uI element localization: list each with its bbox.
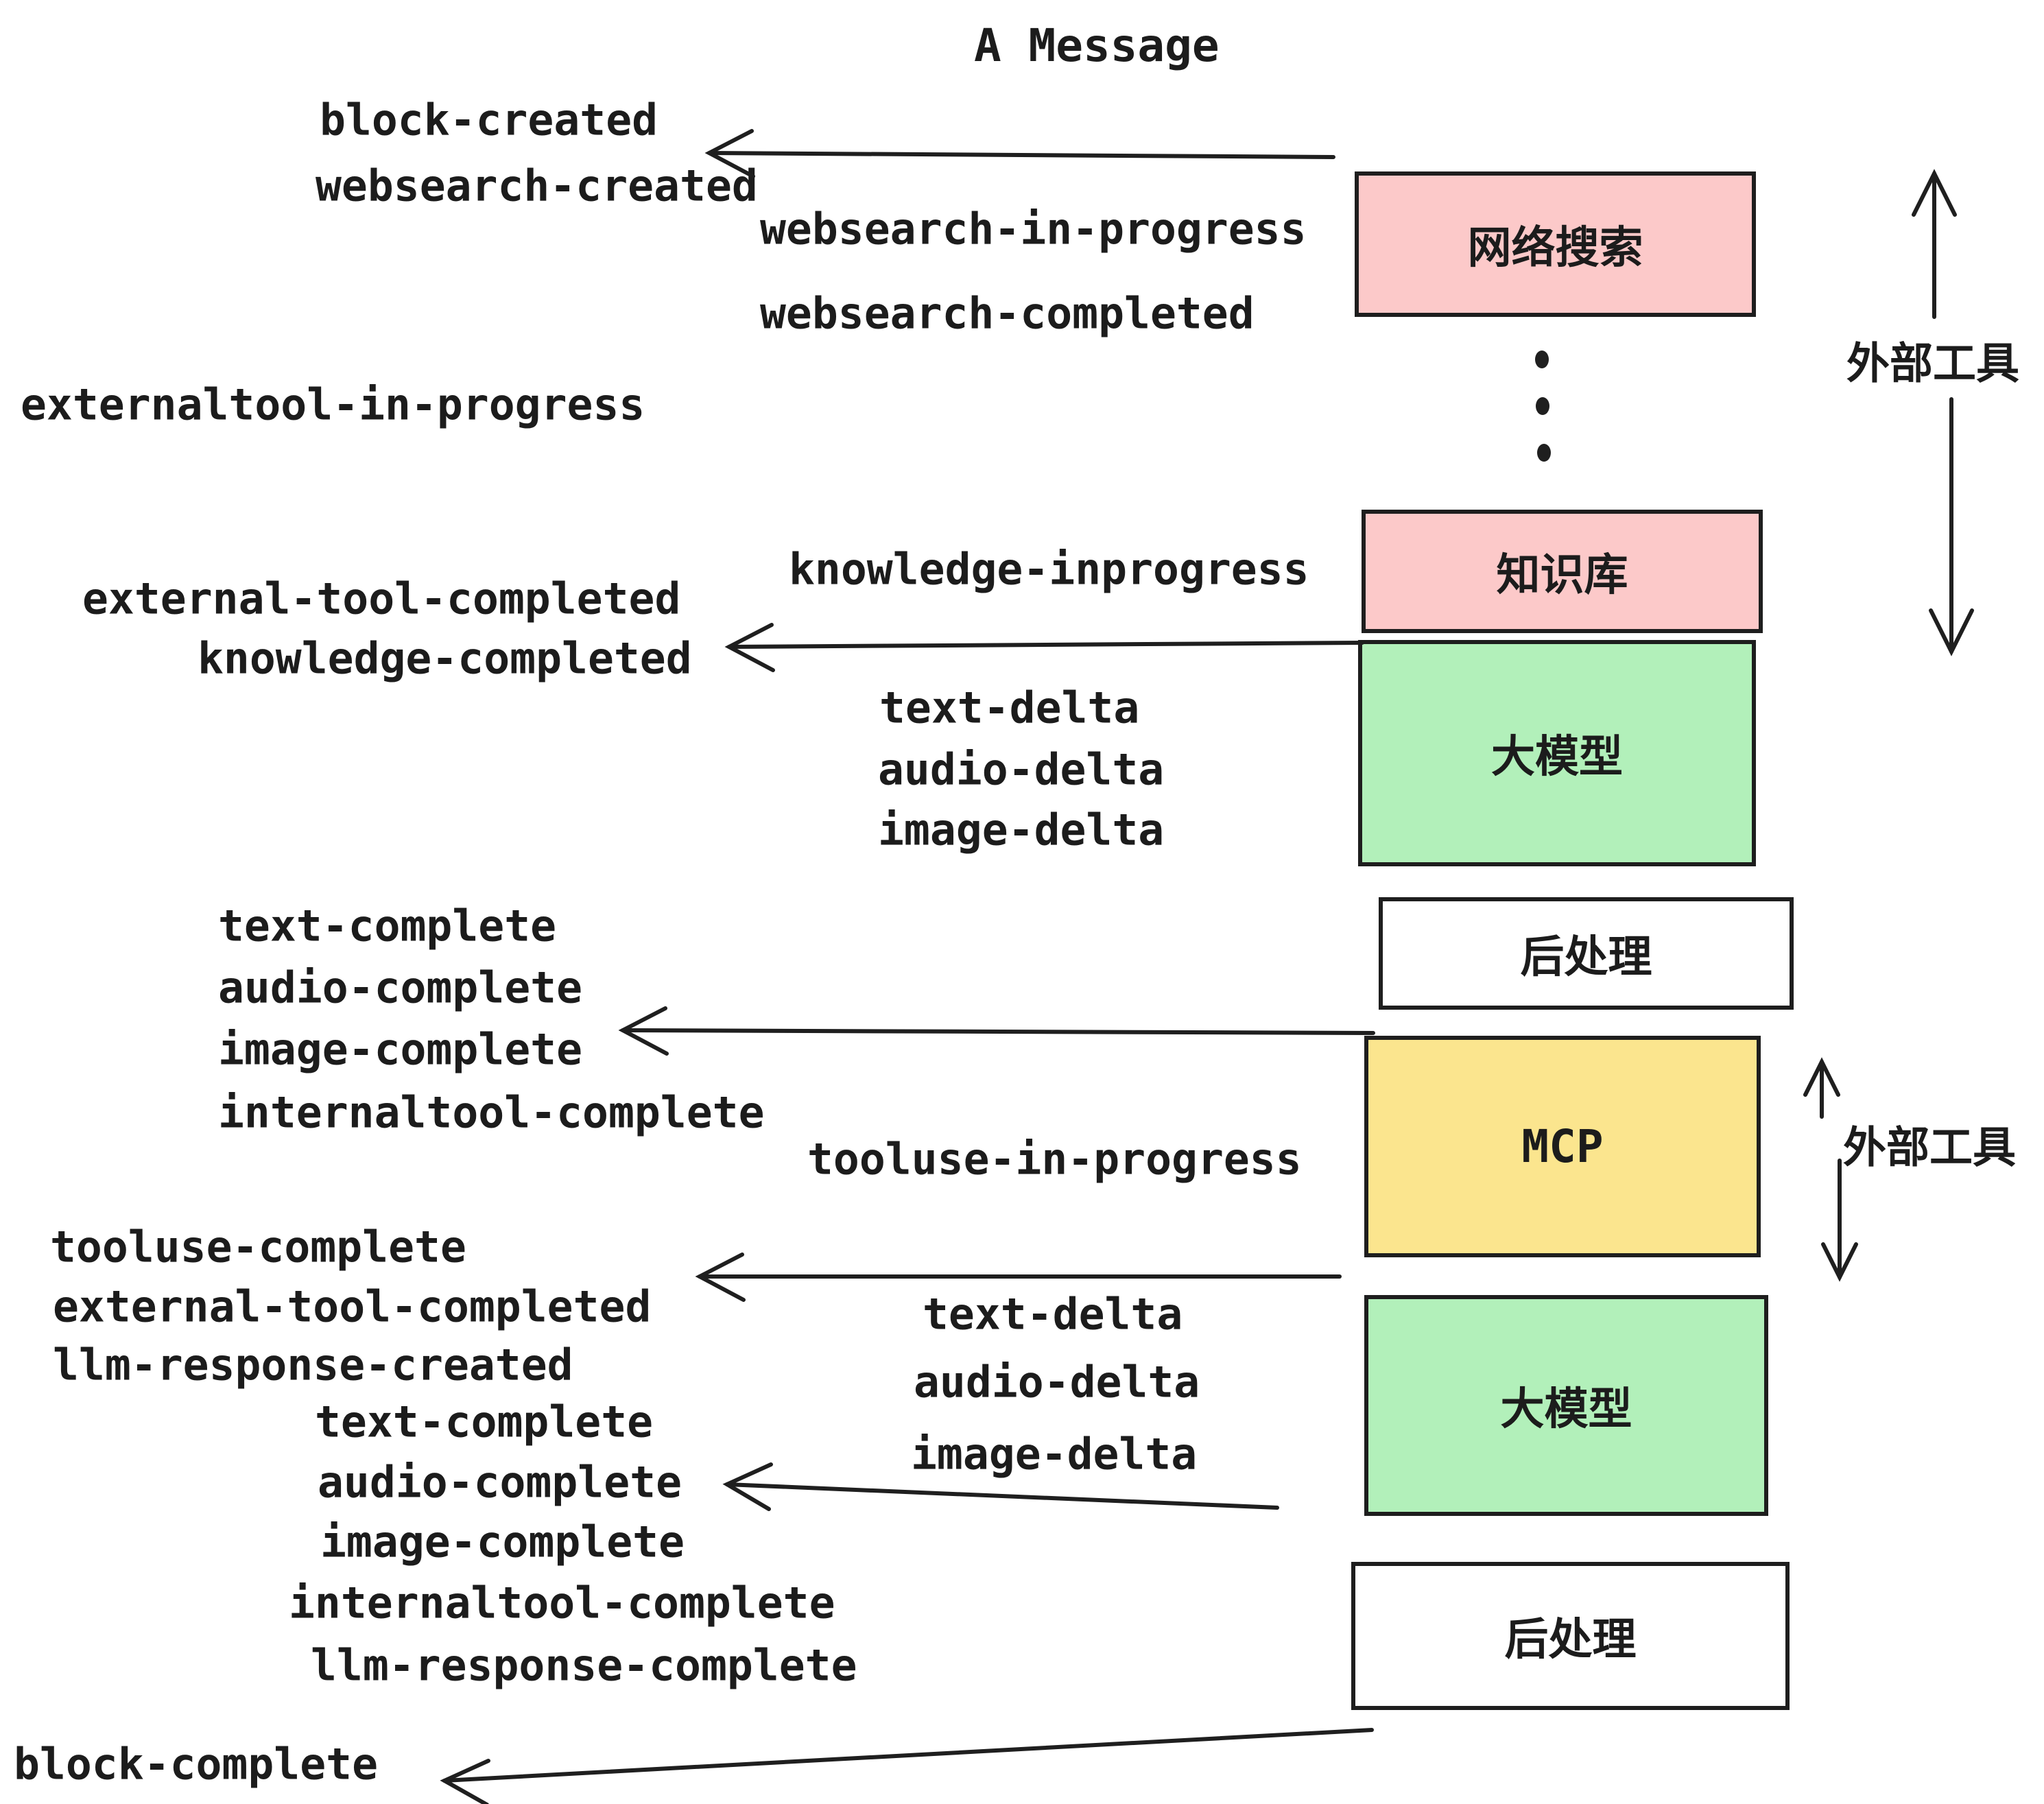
event-llm-response-created: llm-response-created	[53, 1340, 573, 1390]
arrow-websearch-to-created-icon	[704, 129, 1335, 178]
arrow-external-tools-1-up-icon	[1912, 169, 1957, 319]
box-llm-2: 大模型	[1364, 1295, 1768, 1516]
box-websearch: 网络搜索	[1355, 171, 1756, 317]
event-internaltool-complete: internaltool-complete	[218, 1087, 765, 1138]
box-websearch-label: 网络搜索	[1467, 223, 1643, 274]
box-llm-2-label: 大模型	[1500, 1384, 1632, 1435]
annotation-external-tools-1: 外部工具	[1846, 338, 2019, 389]
box-postprocess-2-label: 后处理	[1504, 1615, 1637, 1665]
event-audio-complete-2: audio-complete	[318, 1457, 682, 1508]
box-mcp: MCP	[1364, 1036, 1761, 1257]
event-internaltool-complete-2: internaltool-complete	[289, 1578, 835, 1628]
ellipsis-dots-icon	[1535, 351, 1551, 462]
arrow-knowledge-to-completed-icon	[724, 623, 1364, 672]
box-knowledge-label: 知识库	[1496, 550, 1628, 601]
event-image-complete: image-complete	[218, 1024, 583, 1075]
event-audio-delta: audio-delta	[878, 744, 1165, 795]
event-external-tool-completed: external-tool-completed	[82, 573, 681, 624]
event-audio-delta-2: audio-delta	[914, 1357, 1200, 1408]
box-llm-1-label: 大模型	[1491, 732, 1623, 783]
event-websearch-completed: websearch-completed	[760, 288, 1255, 339]
box-mcp-label: MCP	[1521, 1120, 1604, 1173]
diagram-title: A Message	[974, 19, 1220, 72]
box-postprocess-2: 后处理	[1351, 1562, 1790, 1710]
event-tooluse-complete: tooluse-complete	[50, 1222, 466, 1272]
box-postprocess-1-label: 后处理	[1520, 932, 1652, 983]
event-image-delta-2: image-delta	[911, 1429, 1198, 1480]
event-text-complete: text-complete	[218, 901, 557, 951]
event-image-complete-2: image-complete	[320, 1517, 685, 1567]
arrow-llm2-to-complete-icon	[722, 1462, 1279, 1511]
event-websearch-in-progress: websearch-in-progress	[760, 204, 1307, 254]
event-text-complete-2: text-complete	[315, 1397, 654, 1447]
box-llm-1: 大模型	[1358, 640, 1756, 866]
arrow-external-tools-2-up-icon	[1803, 1057, 1840, 1119]
event-llm-response-complete: llm-response-complete	[311, 1640, 857, 1691]
event-externaltool-in-progress: externaltool-in-progress	[21, 379, 645, 430]
event-knowledge-inprogress: knowledge-inprogress	[789, 544, 1309, 595]
event-websearch-created: websearch-created	[316, 161, 758, 211]
arrow-external-tools-2-down-icon	[1821, 1159, 1858, 1282]
event-audio-complete: audio-complete	[218, 962, 583, 1013]
event-image-delta: image-delta	[878, 805, 1165, 855]
event-tooluse-in-progress: tooluse-in-progress	[807, 1134, 1302, 1185]
event-block-created: block-created	[320, 95, 658, 145]
arrow-post2-to-block-complete-icon	[440, 1728, 1374, 1804]
annotation-external-tools-2: 外部工具	[1843, 1122, 2016, 1173]
event-knowledge-completed: knowledge-completed	[198, 633, 692, 684]
box-postprocess-1: 后处理	[1379, 897, 1794, 1010]
arrow-post1-to-complete-icon	[618, 1006, 1375, 1056]
arrow-external-tools-1-down-icon	[1929, 397, 1974, 656]
event-block-complete: block-complete	[14, 1739, 379, 1790]
event-text-delta: text-delta	[879, 683, 1140, 733]
event-external-tool-completed-2: external-tool-completed	[53, 1281, 652, 1332]
box-knowledge: 知识库	[1362, 510, 1763, 633]
arrow-mcp-to-tooluse-icon	[695, 1253, 1342, 1302]
event-text-delta-2: text-delta	[923, 1289, 1183, 1340]
